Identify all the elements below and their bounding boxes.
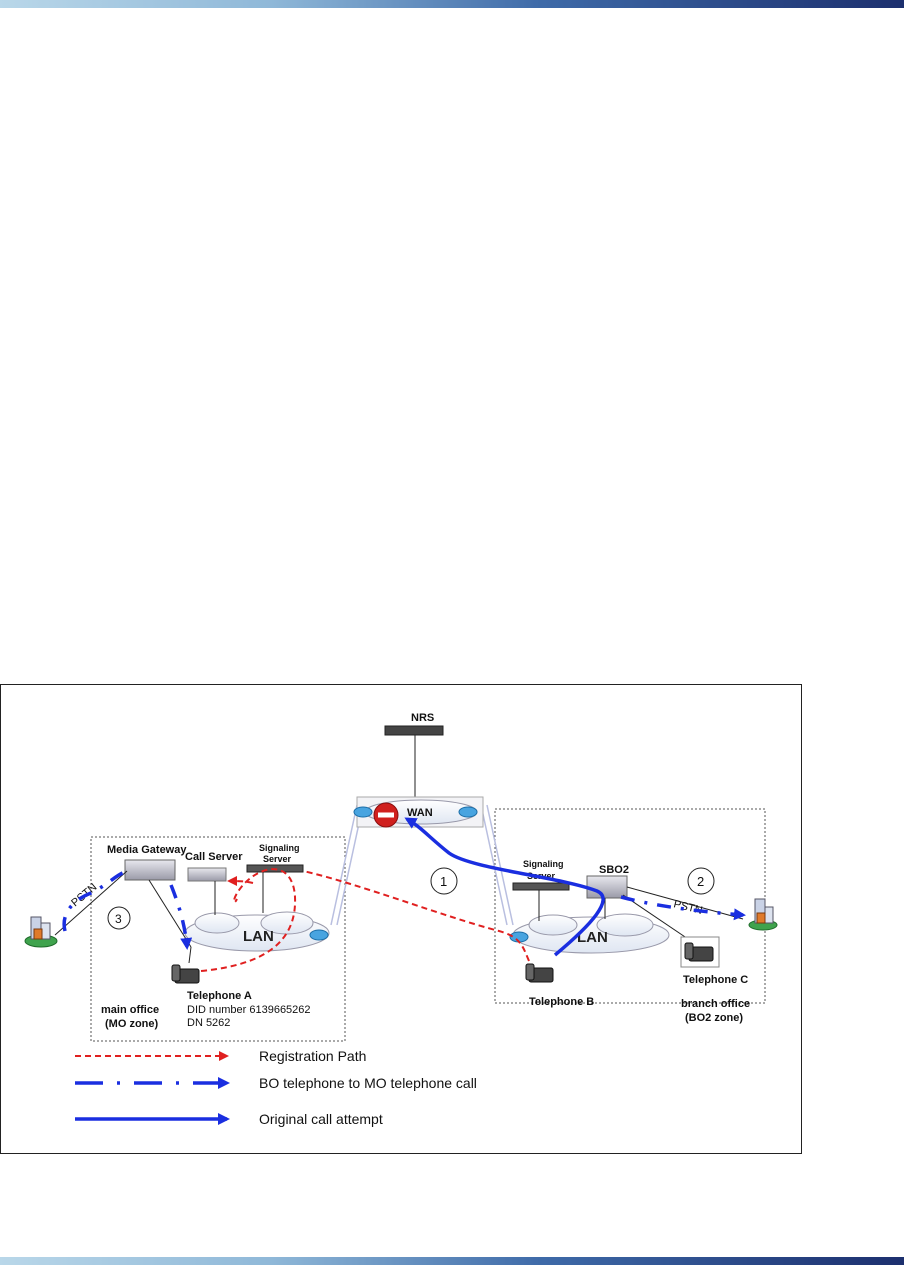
legend-bo-to-mo-call: BO telephone to MO telephone call xyxy=(259,1075,477,1091)
call-server-label: Call Server xyxy=(185,851,243,863)
telephone-a-icon xyxy=(172,965,199,983)
signaling-server-branch xyxy=(513,883,569,890)
nrs-server xyxy=(385,726,443,735)
telephone-a-did: DID number 6139665262 xyxy=(187,1004,311,1016)
step-2-label: 2 xyxy=(697,874,704,889)
telephone-a-label: Telephone A xyxy=(187,990,252,1002)
blocked-icon xyxy=(374,803,398,827)
branch-office-label-2: (BO2 zone) xyxy=(685,1012,743,1024)
branch-office-label-1: branch office xyxy=(681,998,750,1010)
signaling-server-main-label-1: Signaling xyxy=(259,843,300,853)
step-3-label: 3 xyxy=(115,912,122,926)
signaling-server-main-label-2: Server xyxy=(263,854,292,864)
network-diagram: NRS WAN Media Gateway Call Server Signal… xyxy=(1,685,801,1153)
sbo2-device xyxy=(587,876,627,898)
media-gateway xyxy=(125,860,175,880)
network-diagram-figure: NRS WAN Media Gateway Call Server Signal… xyxy=(0,684,802,1154)
telephone-b-label: Telephone B xyxy=(529,996,594,1008)
sbo2-label: SBO2 xyxy=(599,864,629,876)
telephone-c-label: Telephone C xyxy=(683,974,748,986)
signaling-server-branch-label-1: Signaling xyxy=(523,859,564,869)
right-building-icon xyxy=(749,899,777,930)
call-server xyxy=(188,868,226,881)
wan-label: WAN xyxy=(407,807,433,819)
legend-original-call-attempt: Original call attempt xyxy=(259,1111,383,1127)
pstn-right-label: PSTN xyxy=(672,898,703,917)
main-lan-label: LAN xyxy=(243,928,274,945)
telephone-c-icon xyxy=(681,937,719,967)
registration-path-arrow xyxy=(229,881,253,883)
legend-registration-path: Registration Path xyxy=(259,1048,366,1064)
step-1-label: 1 xyxy=(440,874,447,889)
header-band xyxy=(0,0,904,8)
main-office-label-1: main office xyxy=(101,1004,159,1016)
telephone-b-icon xyxy=(526,964,553,982)
nrs-label: NRS xyxy=(411,712,434,724)
media-gateway-label: Media Gateway xyxy=(107,844,187,856)
legend: Registration Path BO telephone to MO tel… xyxy=(75,1048,477,1127)
main-office-label-2: (MO zone) xyxy=(105,1018,158,1030)
left-building-icon xyxy=(25,917,57,947)
telephone-a-dn: DN 5262 xyxy=(187,1017,230,1029)
footer-band xyxy=(0,1257,904,1265)
